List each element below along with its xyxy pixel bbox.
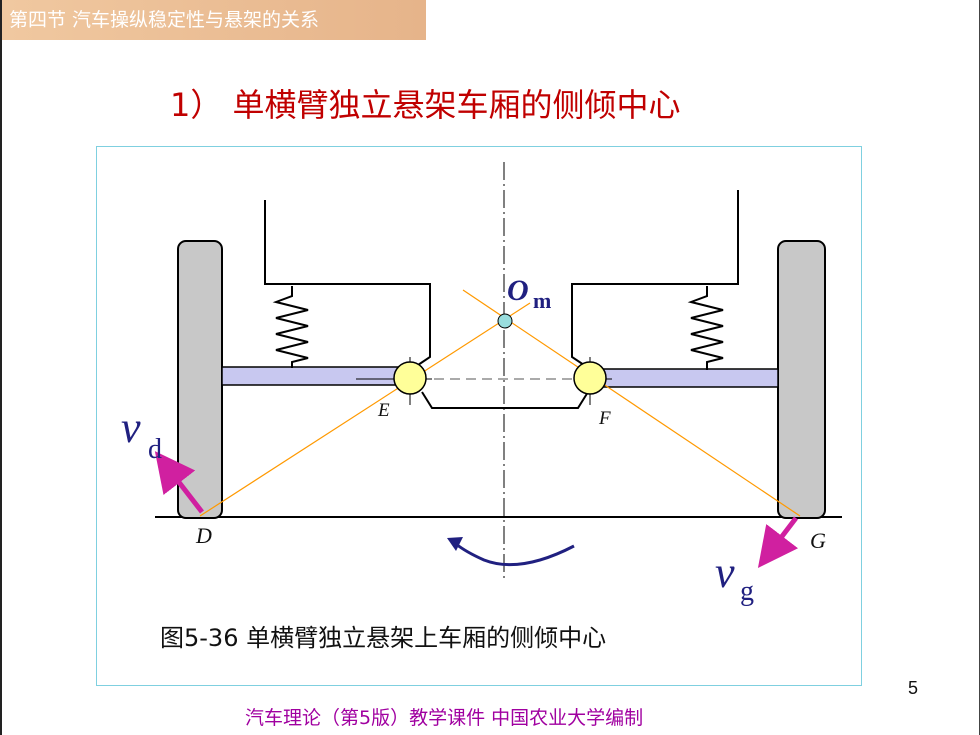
footer-text: 汽车理论（第5版）教学课件 中国农业大学编制 [245,707,644,729]
roll-center-point [497,313,513,329]
page-number: 5 [908,678,919,698]
label-e: E [377,400,390,421]
label-om: O [507,274,529,307]
section-tab: 第四节 汽车操纵稳定性与悬架的关系 [2,0,426,40]
label-f: F [598,408,611,429]
body-right-outline [571,190,739,366]
velocity-arrow-g [757,516,799,568]
right-spring [687,286,724,370]
figure-frame [96,146,862,686]
slide-left-border [0,0,2,735]
body-left-outline [264,200,431,366]
construction-line-d-om [199,302,531,517]
joint-f [573,361,607,395]
left-swing-arm [221,366,411,386]
label-om-sub: m [533,288,551,313]
label-g: G [810,528,826,553]
right-wheel [777,240,826,519]
joint-e [393,361,427,395]
label-vd: v [121,403,141,452]
velocity-arrow-d [154,451,204,514]
roll-direction-arrow [455,542,575,567]
body-bottom-outline [421,391,589,409]
label-d: D [195,523,212,548]
figure-caption: 图5-36 单横臂独立悬架上车厢的侧倾中心 [160,624,607,652]
left-spring [272,286,309,368]
right-swing-arm [589,368,779,388]
construction-line-om-g [462,289,801,517]
slide-title: 1） 单横臂独立悬架车厢的侧倾中心 [170,86,681,124]
label-vg-sub: g [740,576,754,607]
label-vd-sub: d [148,434,162,465]
label-vg: v [715,548,735,597]
left-wheel [177,240,223,519]
roll-direction-arrowhead [447,537,463,551]
